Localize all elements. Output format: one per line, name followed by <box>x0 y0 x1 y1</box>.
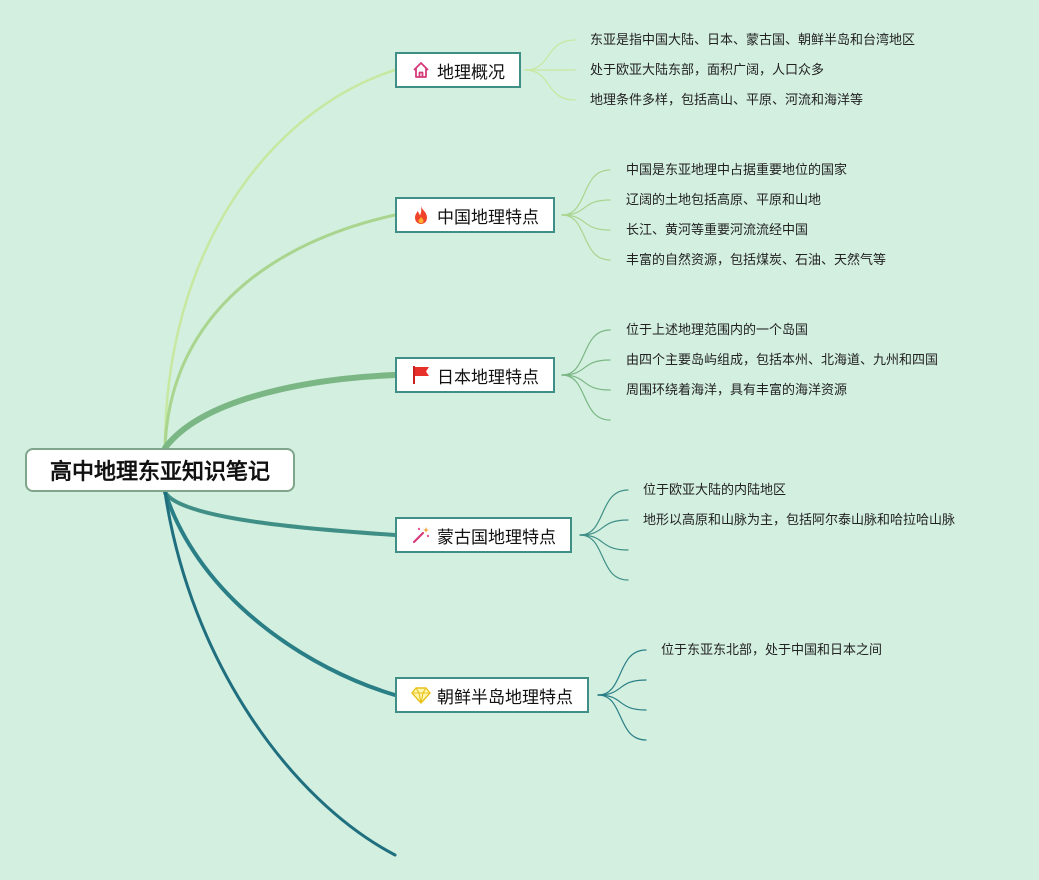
topic-mongolia-geography[interactable]: 蒙古国地理特点 <box>395 517 572 553</box>
subtopic-item[interactable]: 处于欧亚大陆东部，面积广阔，人口众多 <box>590 63 825 78</box>
main-branch <box>163 490 397 857</box>
leaf-connector <box>561 169 611 216</box>
topic-label: 朝鲜半岛地理特点 <box>437 687 573 708</box>
subtopic-item[interactable]: 位于东亚东北部，处于中国和日本之间 <box>661 643 883 658</box>
leaf-connector <box>597 694 647 711</box>
subtopic-item[interactable]: 位于上述地理范围内的一个岛国 <box>626 323 809 338</box>
leaf-connector <box>524 39 576 71</box>
leaf-connector <box>561 214 611 261</box>
main-branch <box>162 372 398 451</box>
leaf-connector <box>579 519 629 536</box>
leaf-connector <box>579 534 629 581</box>
main-branch <box>163 490 397 537</box>
leaf-connector <box>579 489 629 536</box>
subtopic-item[interactable]: 位于欧亚大陆的内陆地区 <box>643 483 787 498</box>
topic-korea-peninsula-geography[interactable]: 朝鲜半岛地理特点 <box>395 677 589 713</box>
leaf-connector <box>561 199 611 216</box>
leaf-connector <box>597 694 647 741</box>
subtopic-item[interactable]: 长江、黄河等重要河流流经中国 <box>626 223 809 238</box>
main-branch <box>163 490 397 697</box>
leaf-connector <box>561 329 611 376</box>
main-branch <box>163 213 397 450</box>
topic-china-geography[interactable]: 中国地理特点 <box>395 197 555 233</box>
leaf-connector <box>561 214 611 231</box>
flag-icon <box>411 365 431 385</box>
subtopic-item[interactable]: 地理条件多样，包括高山、平原、河流和海洋等 <box>590 93 864 108</box>
subtopic-item[interactable]: 周围环绕着海洋，具有丰富的海洋资源 <box>626 383 848 398</box>
topic-label: 中国地理特点 <box>437 207 539 228</box>
magic-wand-icon <box>411 525 431 545</box>
main-branch <box>163 68 397 450</box>
topic-japan-geography[interactable]: 日本地理特点 <box>395 357 555 393</box>
subtopic-item[interactable]: 东亚是指中国大陆、日本、蒙古国、朝鲜半岛和台湾地区 <box>590 33 916 48</box>
root-topic[interactable]: 高中地理东亚知识笔记 <box>25 448 295 492</box>
subtopic-item[interactable]: 丰富的自然资源，包括煤炭、石油、天然气等 <box>626 253 887 268</box>
leaf-connector <box>524 69 576 101</box>
leaf-connector <box>597 649 647 696</box>
subtopic-item[interactable]: 由四个主要岛屿组成，包括本州、北海道、九州和四国 <box>626 353 939 368</box>
subtopic-item[interactable]: 地形以高原和山脉为主，包括阿尔泰山脉和哈拉哈山脉 <box>643 513 956 528</box>
leaf-connector <box>579 534 629 551</box>
leaf-connector <box>561 374 611 391</box>
topic-label: 蒙古国地理特点 <box>437 527 556 548</box>
subtopic-item[interactable]: 中国是东亚地理中占据重要地位的国家 <box>626 163 848 178</box>
leaf-connector <box>597 679 647 696</box>
subtopic-item[interactable]: 辽阔的土地包括高原、平原和山地 <box>626 193 822 208</box>
house-icon <box>411 60 431 80</box>
topic-label: 地理概况 <box>437 62 505 83</box>
root-title: 高中地理东亚知识笔记 <box>49 460 270 485</box>
diamond-icon <box>411 685 431 705</box>
fire-icon <box>411 205 431 225</box>
topic-geography-overview[interactable]: 地理概况 <box>395 52 521 88</box>
topic-label: 日本地理特点 <box>437 367 539 388</box>
leaf-connector <box>561 359 611 376</box>
leaf-connector <box>561 374 611 421</box>
